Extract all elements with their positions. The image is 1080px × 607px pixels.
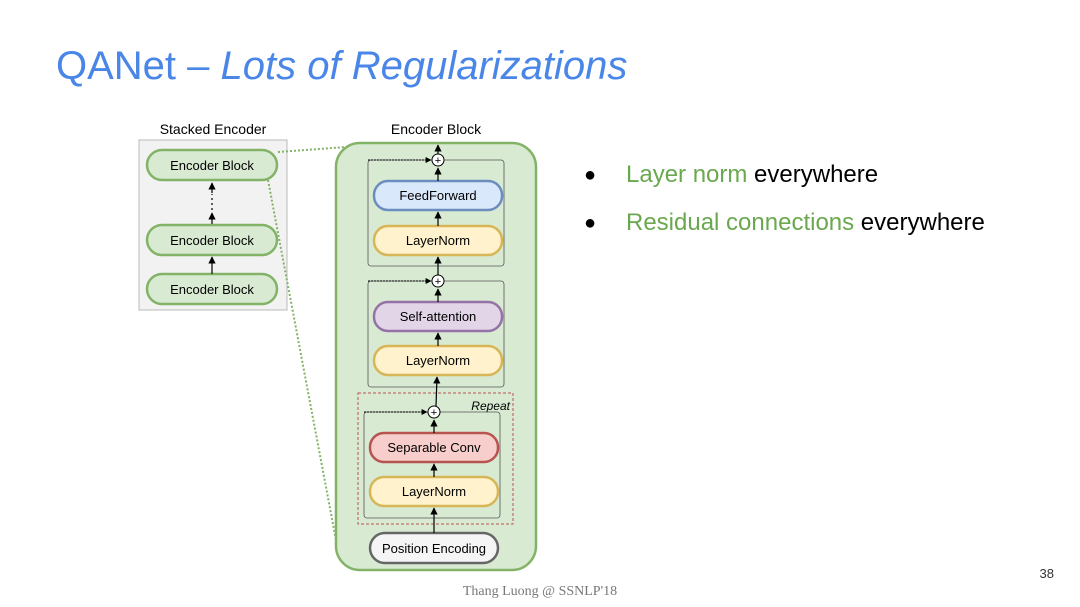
separable-conv-label: Separable Conv (387, 440, 481, 455)
repeat-label: Repeat (471, 399, 510, 413)
self-attention-label: Self-attention (400, 309, 477, 324)
slide-title: QANet – Lots of Regularizations (56, 44, 627, 89)
bullet-highlight: Residual connections (626, 209, 855, 236)
layernorm-top-label: LayerNorm (406, 233, 470, 248)
stacked-block-middle-label: Encoder Block (170, 233, 254, 248)
flow-arrow-add-to-ln-middle (433, 376, 441, 407)
bullet-rest: everywhere (854, 209, 985, 236)
bullet-highlight: Layer norm (626, 161, 748, 188)
stacked-block-top (145, 148, 279, 182)
feedforward-label: FeedForward (399, 188, 476, 203)
title-italic: Lots of Regularizations (220, 44, 628, 88)
bullet-dot: ● (584, 164, 597, 186)
stacked-block-middle (145, 223, 279, 257)
page-number: 38 (1039, 566, 1054, 581)
add-node-top-symbol: + (435, 155, 441, 167)
encoder-block-label: Encoder Block (391, 121, 482, 137)
stacked-block-bottom-label: Encoder Block (170, 282, 254, 297)
stacked-block-top-label: Encoder Block (170, 158, 254, 173)
add-node-bottom (427, 405, 441, 419)
title-main: QANet – (56, 44, 221, 88)
bullet-rest: everywhere (747, 161, 879, 188)
add-node-bottom-symbol: + (431, 407, 437, 419)
repeat-region (357, 392, 514, 525)
layernorm-bottom-label: LayerNorm (402, 484, 466, 499)
add-node-middle-symbol: + (435, 276, 441, 288)
zoom-line-top (277, 146, 347, 153)
stacked-encoder-label: Stacked Encoder (160, 121, 267, 137)
bullet-dot: ● (584, 212, 597, 234)
footer-credit: Thang Luong @ SSNLP'18 (462, 584, 618, 599)
zoom-line-bottom (267, 179, 337, 541)
position-encoding-label: Position Encoding (382, 541, 486, 556)
layernorm-middle-label: LayerNorm (406, 353, 470, 368)
